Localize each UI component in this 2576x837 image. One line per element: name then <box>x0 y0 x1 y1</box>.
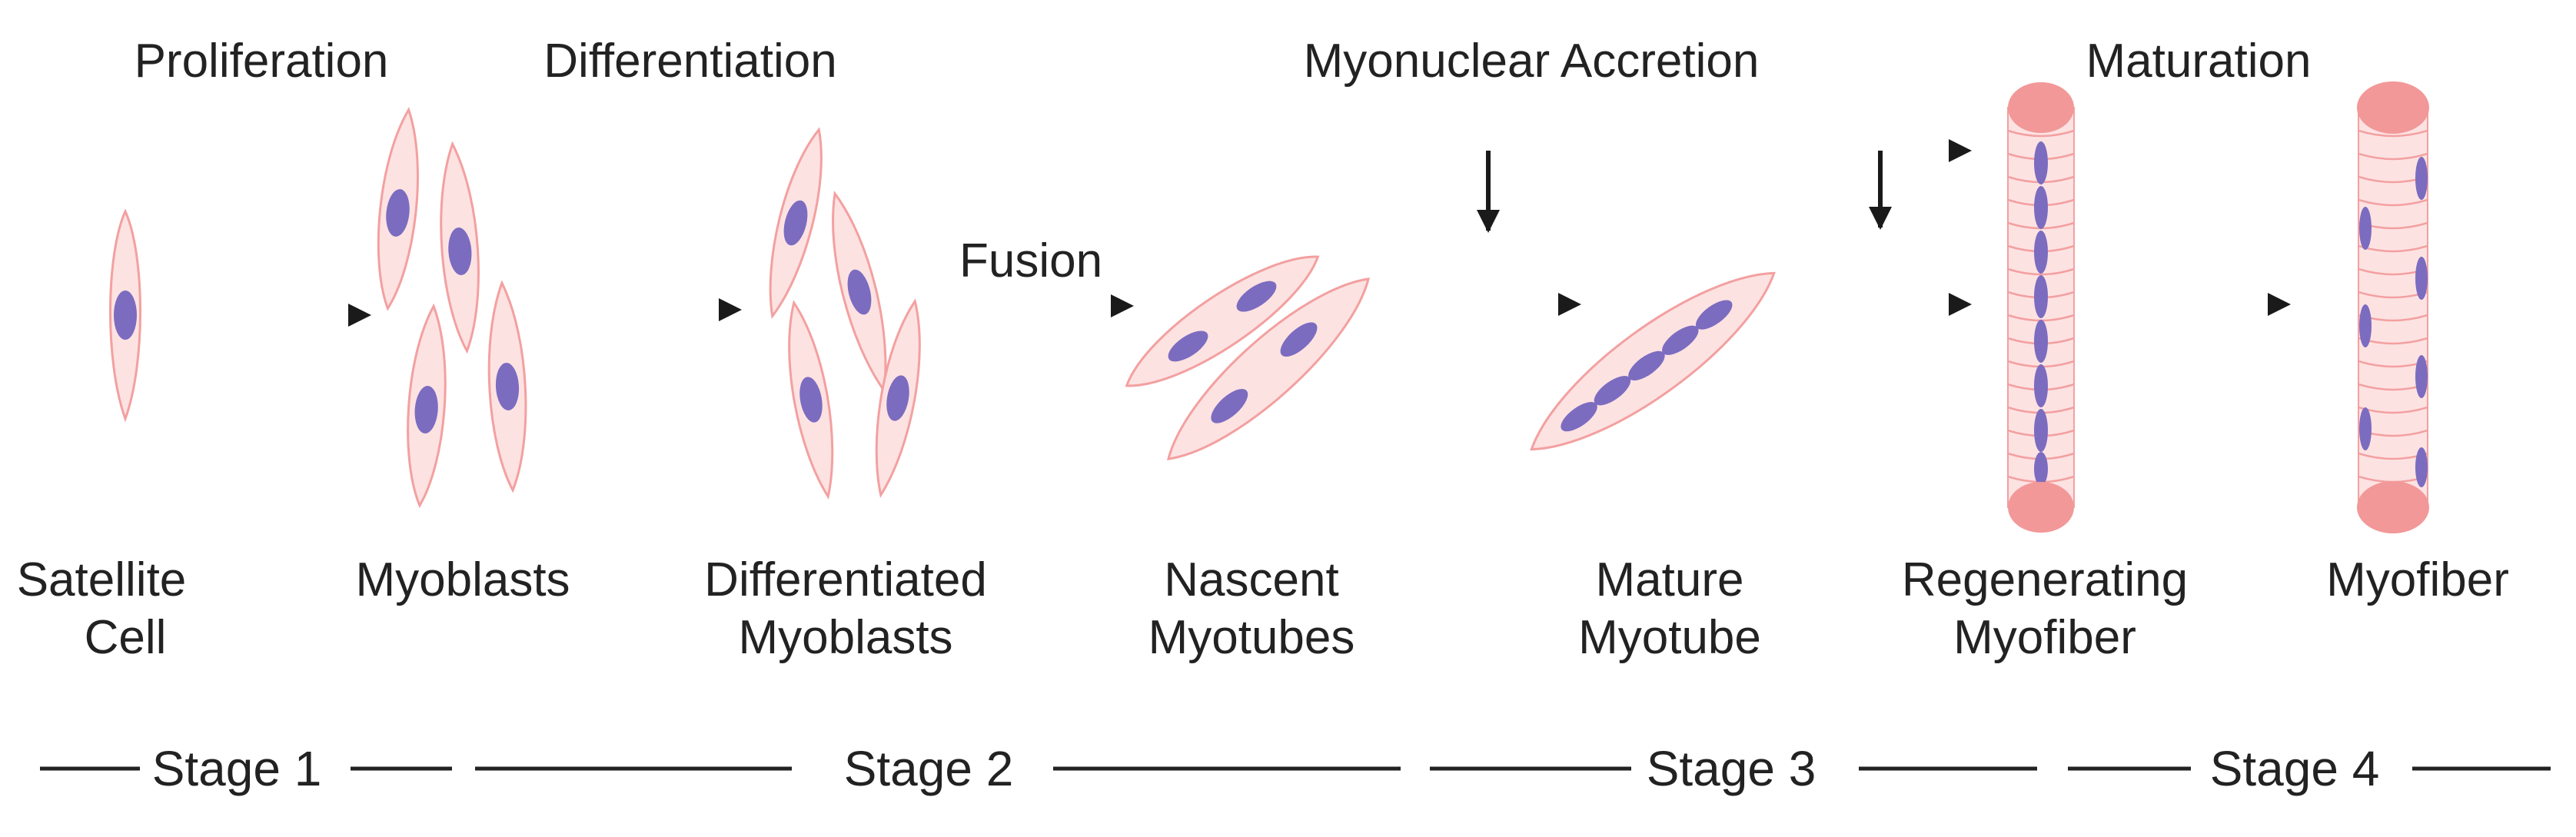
myoblasts-label: Myoblasts <box>355 553 570 606</box>
stage-2-label: Stage 2 <box>844 741 1014 796</box>
cell-labels: Satellite Cell Myoblasts Differentiated … <box>17 553 2509 664</box>
stage-3-label: Stage 3 <box>1647 741 1816 796</box>
myofiber-label: Myofiber <box>2326 553 2509 606</box>
process-arrows <box>183 139 2291 327</box>
differentiated-myoblasts-label-line2: Myoblasts <box>738 611 952 664</box>
stage-4-label: Stage 4 <box>2210 741 2380 796</box>
myonuclear-accretion-label: Myonuclear Accretion <box>1304 35 1760 88</box>
mature-myotube-label-line2: Myotube <box>1578 611 1761 664</box>
regenerating-myofiber <box>2007 82 2075 533</box>
myofiber <box>2357 81 2429 533</box>
differentiated-myoblasts-label-line1: Differentiated <box>704 553 987 606</box>
nascent-myotubes-label-line2: Myotubes <box>1148 611 1355 664</box>
satellite-cell-label-line2: Cell <box>85 611 167 664</box>
differentiated-myoblasts-group <box>769 127 921 500</box>
regenerating-myofiber-label-line2: Myofiber <box>1953 611 2136 664</box>
nascent-myotubes-label-line1: Nascent <box>1164 553 1338 606</box>
proliferation-label: Proliferation <box>135 35 389 88</box>
regenerating-myofiber-label-line1: Regenerating <box>1902 553 2188 606</box>
fusion-label: Fusion <box>959 234 1102 287</box>
maturation-label: Maturation <box>2086 35 2312 88</box>
differentiation-label: Differentiation <box>543 35 836 88</box>
nascent-myotubes-group <box>1125 255 1371 460</box>
myoblasts-group <box>377 107 527 509</box>
mature-myotube <box>1530 271 1776 451</box>
mature-myotube-label-line1: Mature <box>1596 553 1744 606</box>
satellite-cell <box>109 208 141 423</box>
satellite-cell-label-line1: Satellite <box>17 553 187 606</box>
stage-timeline: Stage 1 Stage 2 Stage 3 Stage 4 <box>40 741 2551 796</box>
stage-1-label: Stage 1 <box>152 741 322 796</box>
